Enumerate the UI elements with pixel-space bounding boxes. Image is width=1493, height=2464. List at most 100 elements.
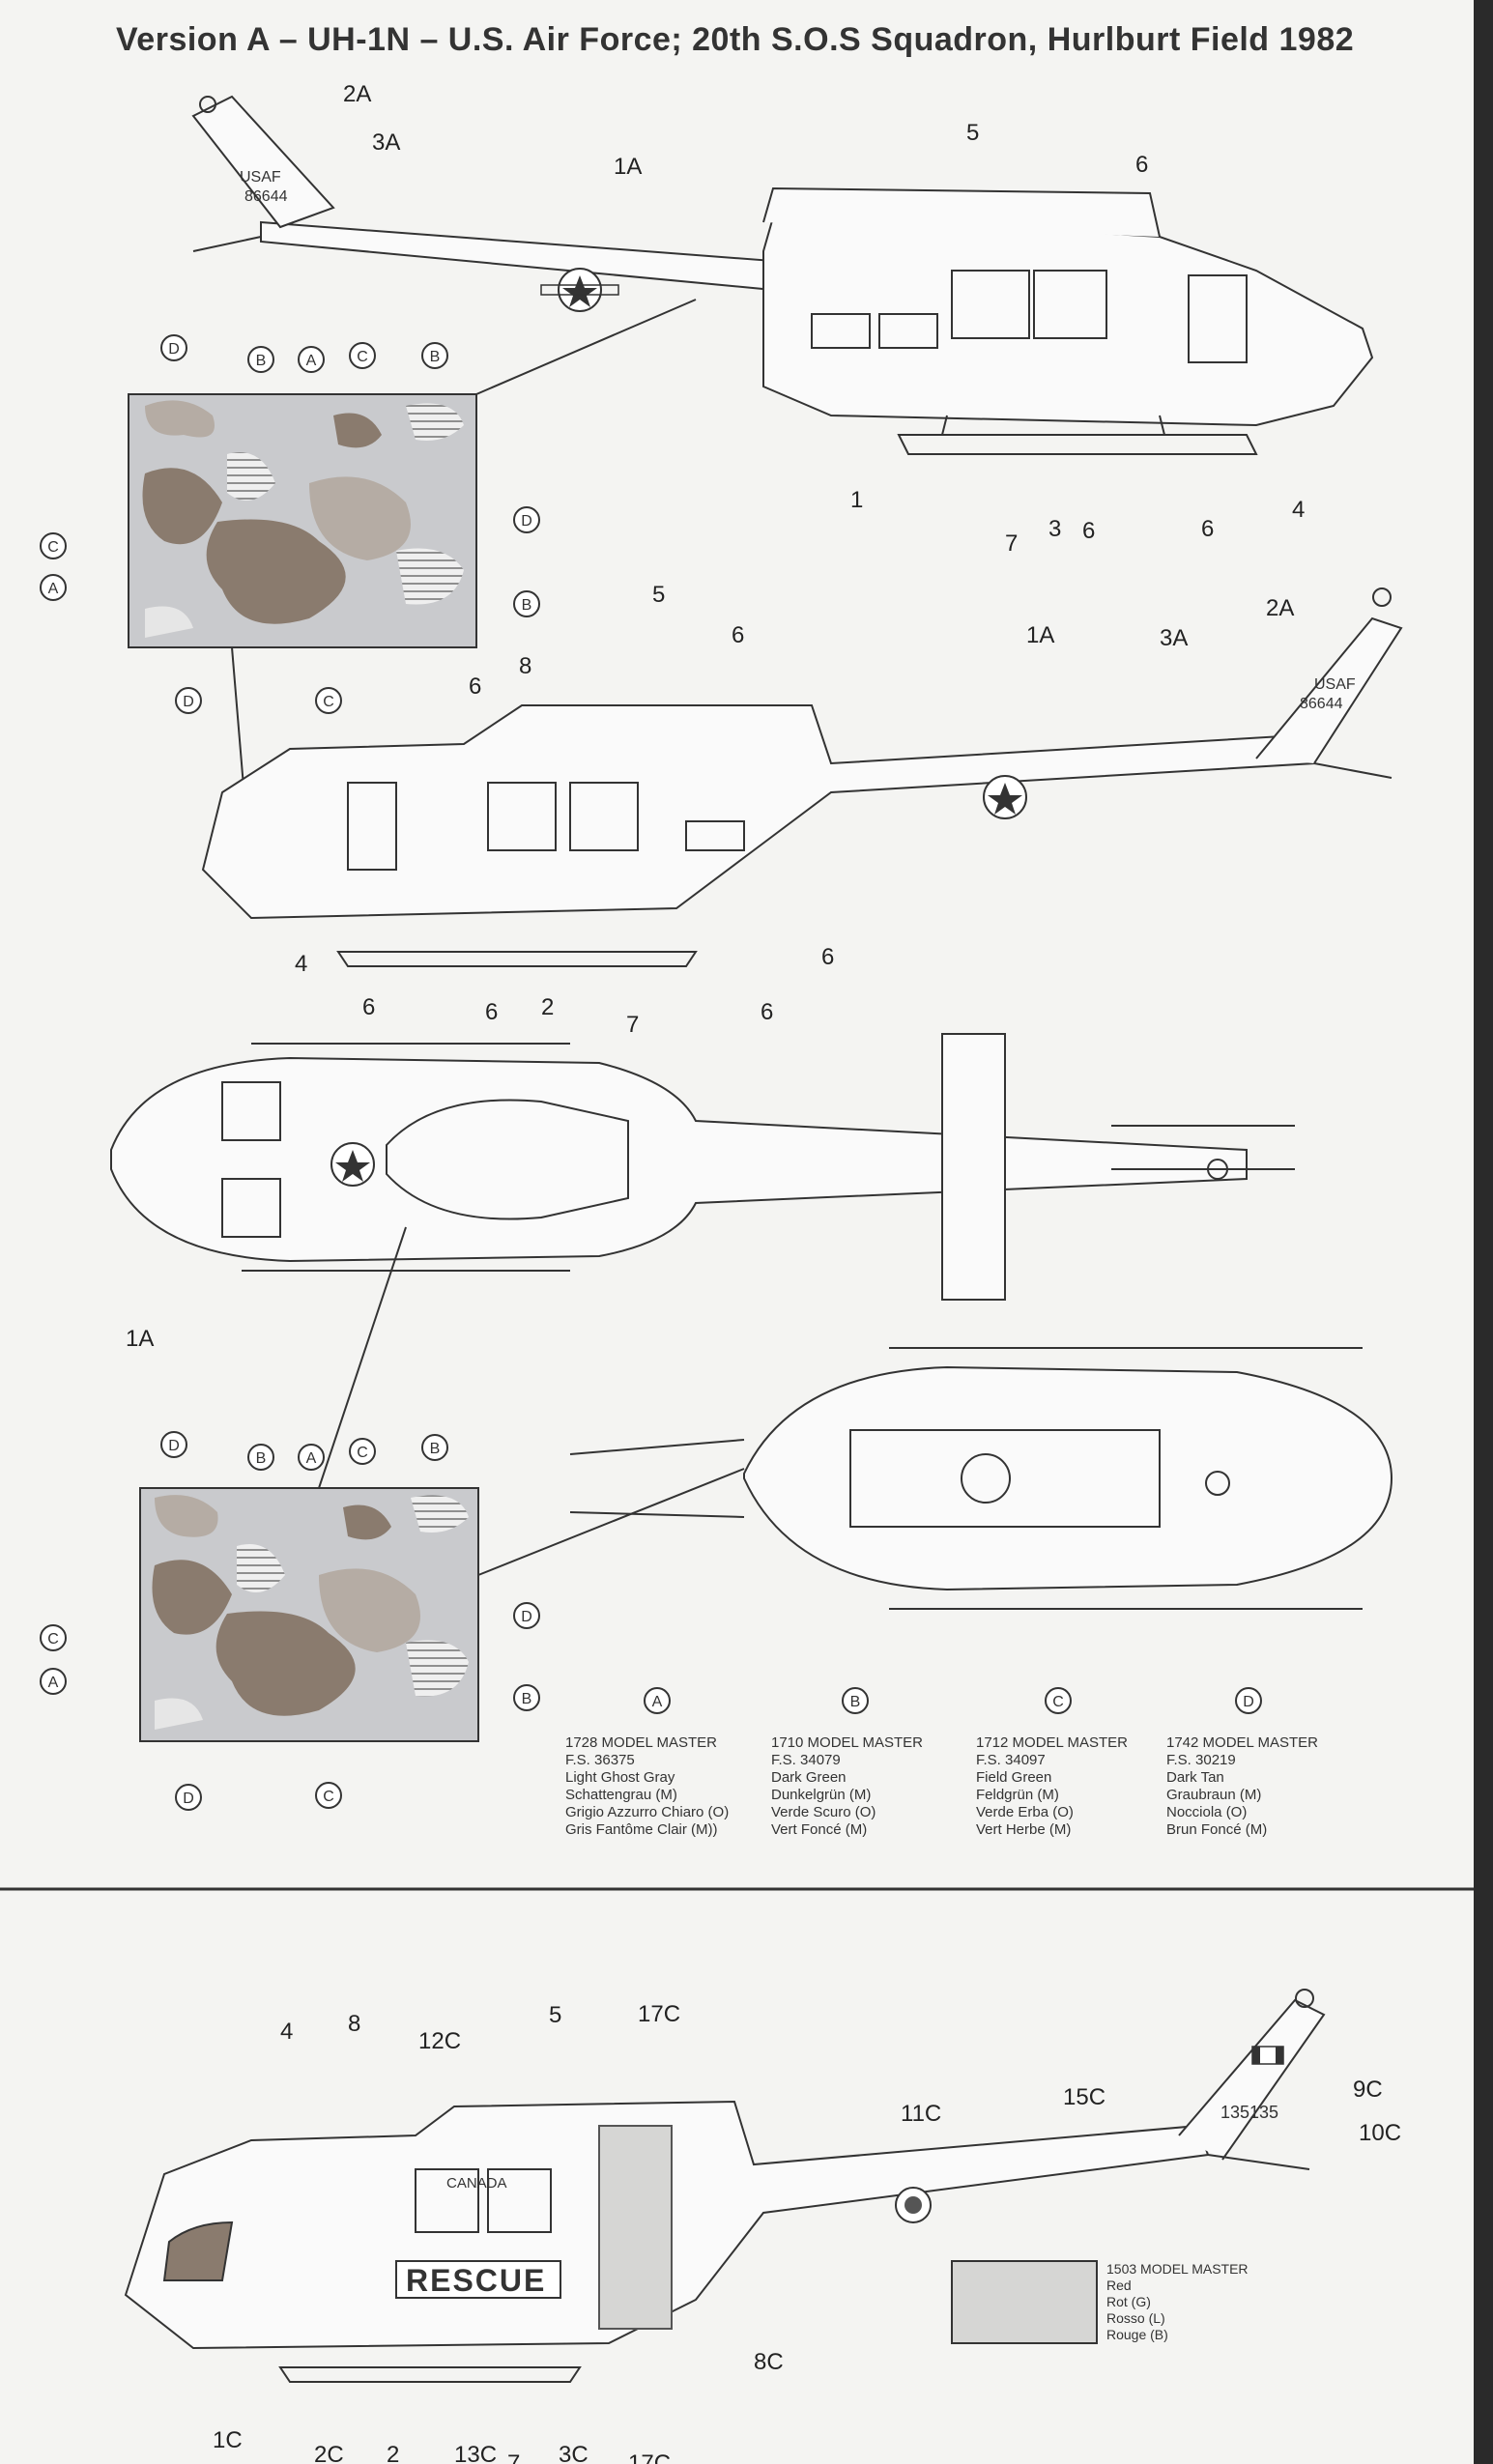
- svg-text:C: C: [357, 349, 368, 365]
- bottom-view: [569, 1347, 1393, 1610]
- callout-label: 1: [850, 487, 863, 513]
- svg-text:D: D: [168, 1438, 180, 1454]
- paint-key-c: 1712 MODEL MASTER F.S. 34097 Field Green…: [976, 1734, 1189, 1839]
- canada-marking: CANADA: [446, 2175, 507, 2192]
- callout-label: 7: [1005, 530, 1018, 557]
- callout-label: 12C: [418, 2028, 461, 2054]
- callout-label: 7: [507, 2450, 520, 2464]
- callout-label: 6: [761, 999, 773, 1025]
- callout-label: 2: [541, 994, 554, 1020]
- paint-key-b-line: F.S. 34079: [771, 1752, 841, 1768]
- paint-key-a-line: Grigio Azzurro Chiaro (O): [565, 1804, 730, 1820]
- paint-key-d: 1742 MODEL MASTER F.S. 30219 Dark Tan Gr…: [1166, 1734, 1379, 1839]
- svg-text:D: D: [168, 341, 180, 358]
- svg-text:C: C: [357, 1445, 368, 1461]
- camo-swatch-1: [128, 393, 477, 648]
- page-edge-strip: [1474, 0, 1493, 2464]
- usaf-marking-1: USAF: [240, 169, 281, 186]
- svg-text:C: C: [47, 1631, 59, 1647]
- swatch-1-c-marker: C: [40, 532, 67, 559]
- callout-label: 15C: [1063, 2084, 1105, 2110]
- roundel-right: [540, 268, 619, 312]
- swatch-1-b-marker: B: [421, 342, 448, 369]
- callout-label: 6: [1135, 152, 1148, 178]
- callout-label: 1A: [1026, 622, 1054, 648]
- callout-label: 4: [295, 951, 307, 977]
- paint-key-c-line: 1712 MODEL MASTER: [976, 1734, 1128, 1751]
- svg-text:A: A: [306, 1450, 317, 1467]
- callout-label: 10C: [1359, 2120, 1401, 2146]
- roundel-top: [330, 1142, 375, 1187]
- paint-key-b-line: Dark Green: [771, 1769, 847, 1786]
- paint-key-a-line: Schattengrau (M): [565, 1787, 677, 1803]
- svg-text:D: D: [183, 1791, 194, 1807]
- usaf-marking-2: USAF: [1314, 676, 1356, 693]
- paint-key-red-line: Rouge (B): [1106, 2327, 1168, 2342]
- paint-key-red: 1503 MODEL MASTER Red Rot (G) Rosso (L) …: [1106, 2261, 1319, 2343]
- callout-label: 17C: [628, 2450, 671, 2464]
- swatch-2-d-marker: D: [160, 1431, 187, 1458]
- paint-key-d-line: Nocciola (O): [1166, 1804, 1248, 1820]
- paint-key-c-line: Feldgrün (M): [976, 1787, 1059, 1803]
- callout-label: 3: [1048, 516, 1061, 542]
- svg-text:B: B: [430, 349, 441, 365]
- swatch-1-d-marker: D: [513, 506, 540, 533]
- svg-text:B: B: [522, 1691, 532, 1707]
- canada-roundel: [895, 2187, 932, 2223]
- callout-label: 6: [1201, 516, 1214, 542]
- svg-text:D: D: [521, 1609, 532, 1625]
- paint-key-a-line: Gris Fantôme Clair (M)): [565, 1821, 718, 1838]
- callout-label: 1A: [126, 1326, 154, 1352]
- callout-label: 8: [348, 2011, 360, 2037]
- swatch-2-a-marker: A: [40, 1668, 67, 1695]
- callout-label: 6: [362, 994, 375, 1020]
- svg-text:C: C: [323, 694, 334, 710]
- paint-key-d-line: Brun Foncé (M): [1166, 1821, 1268, 1838]
- svg-text:C: C: [47, 539, 59, 556]
- callout-label: 2C: [314, 2442, 344, 2464]
- callout-label: 6: [732, 622, 744, 648]
- callout-label: 3A: [1160, 625, 1188, 651]
- svg-text:D: D: [521, 513, 532, 530]
- serial-marking-1: 86644: [244, 188, 288, 205]
- swatch-2-b-marker: B: [421, 1434, 448, 1461]
- callout-label: 8: [519, 653, 531, 679]
- callout-label: 5: [549, 2002, 561, 2028]
- callout-label: 17C: [638, 2001, 680, 2027]
- swatch-1-b-marker: B: [513, 590, 540, 617]
- paint-key-d-line: F.S. 30219: [1166, 1752, 1236, 1768]
- callout-label: 2A: [343, 81, 371, 107]
- paint-key-b-line: Vert Foncé (M): [771, 1821, 868, 1838]
- swatch-2-c-marker: C: [349, 1438, 376, 1465]
- paint-key-c-line: Verde Erba (O): [976, 1804, 1074, 1820]
- svg-text:A: A: [306, 353, 317, 369]
- callout-label: 6: [1082, 518, 1095, 544]
- svg-text:B: B: [256, 1450, 267, 1467]
- paint-key-c-circle: C: [1045, 1687, 1072, 1714]
- callout-label: 6: [485, 999, 498, 1025]
- callout-label: 2: [387, 2442, 399, 2464]
- paint-key-b-line: Dunkelgrün (M): [771, 1787, 872, 1803]
- swatch-1-a-marker: A: [40, 574, 67, 601]
- paint-key-red-line: Rot (G): [1106, 2294, 1151, 2309]
- swatch-2-c-marker: C: [315, 1782, 342, 1809]
- swatch-1-c-marker: C: [349, 342, 376, 369]
- swatch-2-b-marker: B: [247, 1444, 274, 1471]
- callout-label: 7: [626, 1012, 639, 1038]
- paint-key-a-line: 1728 MODEL MASTER: [565, 1734, 717, 1751]
- callout-label: 1C: [213, 2427, 243, 2453]
- swatch-2-d-marker: D: [513, 1602, 540, 1629]
- paint-key-red-line: Rosso (L): [1106, 2310, 1165, 2326]
- paint-key-c-line: Vert Herbe (M): [976, 1821, 1072, 1838]
- callout-label: 4: [1292, 497, 1305, 523]
- roundel-left: [983, 775, 1027, 819]
- swatch-2-a-marker: A: [298, 1444, 325, 1471]
- svg-text:A: A: [48, 581, 59, 597]
- callout-label: 4: [280, 2019, 293, 2045]
- swatch-2-d-marker: D: [175, 1784, 202, 1811]
- swatch-1-d-marker: D: [175, 687, 202, 714]
- top-view: [110, 1033, 1295, 1301]
- paint-key-b: 1710 MODEL MASTER F.S. 34079 Dark Green …: [771, 1734, 984, 1839]
